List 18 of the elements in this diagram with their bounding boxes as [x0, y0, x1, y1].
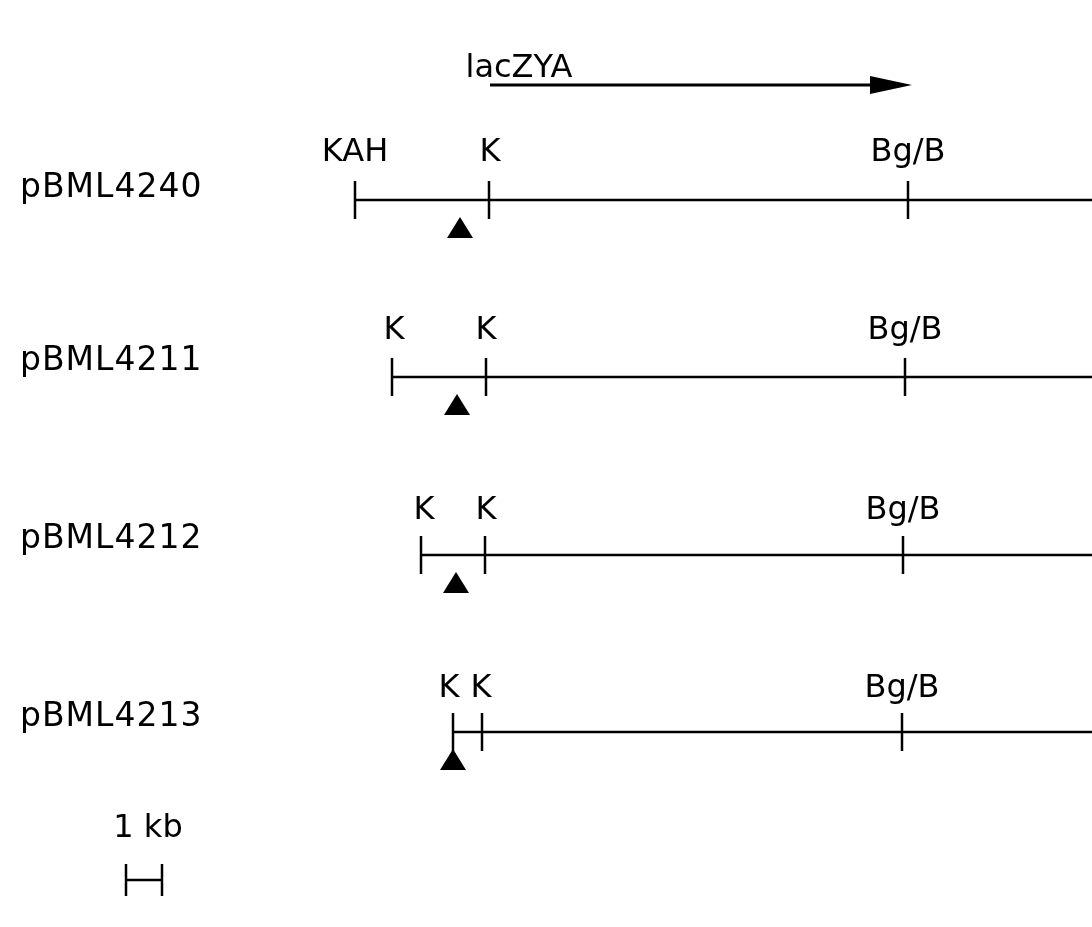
restriction-site-label: K	[475, 492, 497, 524]
plasmid-name: pBML4240	[20, 168, 203, 202]
gene-label: lacZYA	[465, 50, 573, 82]
restriction-site-label: Bg/B	[865, 492, 941, 524]
restriction-site-label: K	[413, 492, 435, 524]
restriction-site-label: K	[479, 134, 501, 166]
scale-label: 1 kb	[113, 810, 183, 842]
restriction-site-label: Bg/B	[867, 312, 943, 344]
restriction-site-label: Bg/B	[870, 134, 946, 166]
restriction-site-label: Bg/B	[864, 670, 940, 702]
restriction-site-label: K	[470, 670, 492, 702]
restriction-site-label: K	[383, 312, 405, 344]
restriction-site-label: KAH	[321, 134, 389, 166]
plasmid-name: pBML4211	[20, 341, 203, 375]
plasmid-name: pBML4213	[20, 697, 203, 731]
plasmid-name: pBML4212	[20, 519, 203, 553]
restriction-site-label: K	[475, 312, 497, 344]
restriction-site-label: K	[438, 670, 460, 702]
